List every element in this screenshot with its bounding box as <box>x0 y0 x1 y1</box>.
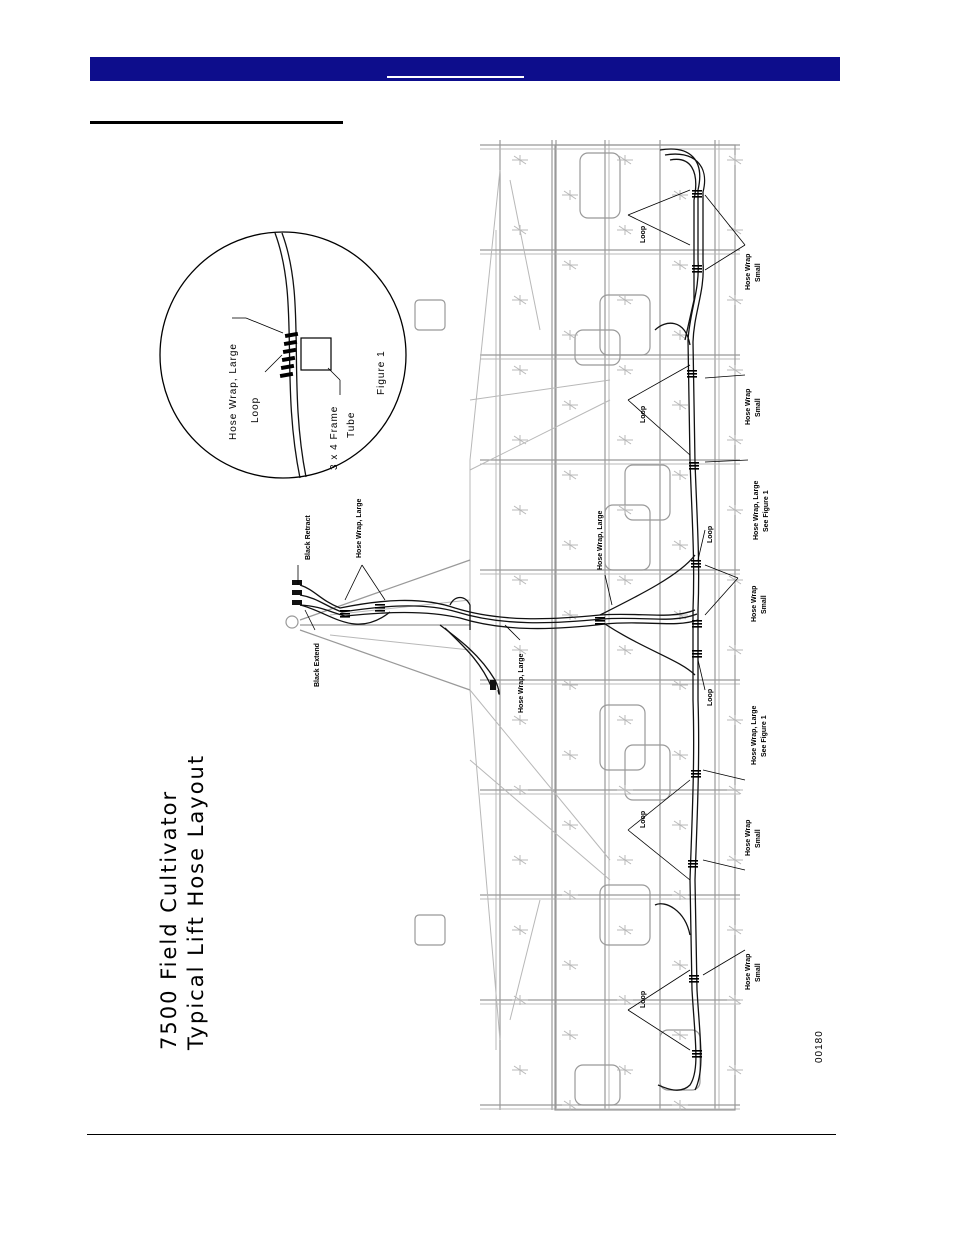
black-retract-label: Black Retract <box>305 515 312 560</box>
hose-wrap-large-fig-1a: Hose Wrap, Large <box>753 481 760 540</box>
loop-label-3: Loop <box>707 526 714 543</box>
section-heading-rule <box>90 121 343 124</box>
figure-1-tube: Tube <box>346 412 357 438</box>
figure-1-loop: Loop <box>250 397 261 423</box>
header-link-underline <box>387 76 524 78</box>
hose-wrap-small-3a: Hose Wrap <box>751 586 758 622</box>
figure-1-inset <box>159 231 407 479</box>
hose-wrap-large-lower-label: Hose Wrap, Large <box>518 654 525 713</box>
hose-wrap-large-fig-2b: See Figure 1 <box>761 715 768 757</box>
hose-wrap-small-2a: Hose Wrap <box>745 389 752 425</box>
hose-wrap-small-3b: Small <box>761 595 768 614</box>
hydraulic-hoses <box>292 148 706 1091</box>
hose-wrap-large-fig-1b: See Figure 1 <box>763 490 770 532</box>
loop-label-1: Loop <box>640 226 647 243</box>
hose-wrap-small-5b: Small <box>755 963 762 982</box>
footer-rule <box>87 1134 836 1135</box>
figure-1-frame-tube: 3 x 4 Frame <box>329 406 340 470</box>
hose-wrap-large-hitch-label: Hose Wrap, Large <box>356 499 363 558</box>
hose-wrap-small-4a: Hose Wrap <box>745 820 752 856</box>
diagram-title-line2: Typical Lift Hose Layout <box>184 754 208 1051</box>
diagram-labels: 7500 Field Cultivator Typical Lift Hose … <box>157 189 825 1063</box>
figure-1-hose-wrap-large: Hose Wrap, Large <box>228 343 239 440</box>
figure-1-caption: Figure 1 <box>376 350 387 395</box>
loop-label-5: Loop <box>640 811 647 828</box>
hose-wrap-small-2b: Small <box>755 398 762 417</box>
hose-wrap-large-center-label: Hose Wrap, Large <box>597 511 604 570</box>
black-extend-label: Black Extend <box>314 643 321 687</box>
drawing-number: 00180 <box>814 1030 825 1063</box>
hose-wrap-large-fig-2a: Hose Wrap, Large <box>751 706 758 765</box>
diagram-title-line1: 7500 Field Cultivator <box>157 790 181 1050</box>
hose-wrap-small-4b: Small <box>755 829 762 848</box>
loop-label-2: Loop <box>640 406 647 423</box>
hose-wrap-small-1b: Small <box>755 263 762 282</box>
hose-wrap-small-5a: Hose Wrap <box>745 954 752 990</box>
hose-wrap-small-1a: Hose Wrap <box>745 254 752 290</box>
cultivator-frame <box>285 140 743 1111</box>
loop-label-6: Loop <box>640 991 647 1008</box>
loop-label-4: Loop <box>707 689 714 706</box>
